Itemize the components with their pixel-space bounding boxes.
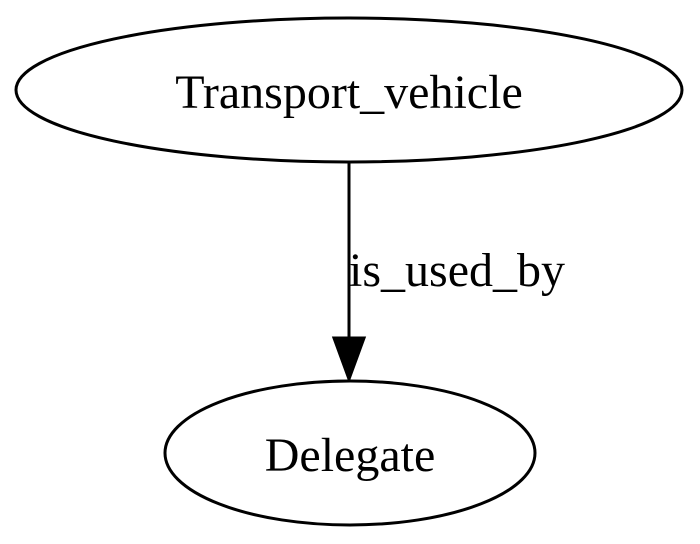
node-delegate-label: Delegate xyxy=(265,429,436,482)
edge-is-used-by-arrowhead xyxy=(331,336,367,384)
node-transport-vehicle[interactable]: Transport_vehicle xyxy=(14,16,684,164)
node-delegate-ellipse xyxy=(163,379,537,527)
edge-is-used-by[interactable]: is_used_by xyxy=(331,163,565,384)
edge-is-used-by-label: is_used_by xyxy=(349,244,565,297)
node-delegate[interactable]: Delegate xyxy=(163,379,537,527)
node-transport-vehicle-ellipse xyxy=(14,16,684,164)
node-transport-vehicle-label: Transport_vehicle xyxy=(175,66,523,119)
